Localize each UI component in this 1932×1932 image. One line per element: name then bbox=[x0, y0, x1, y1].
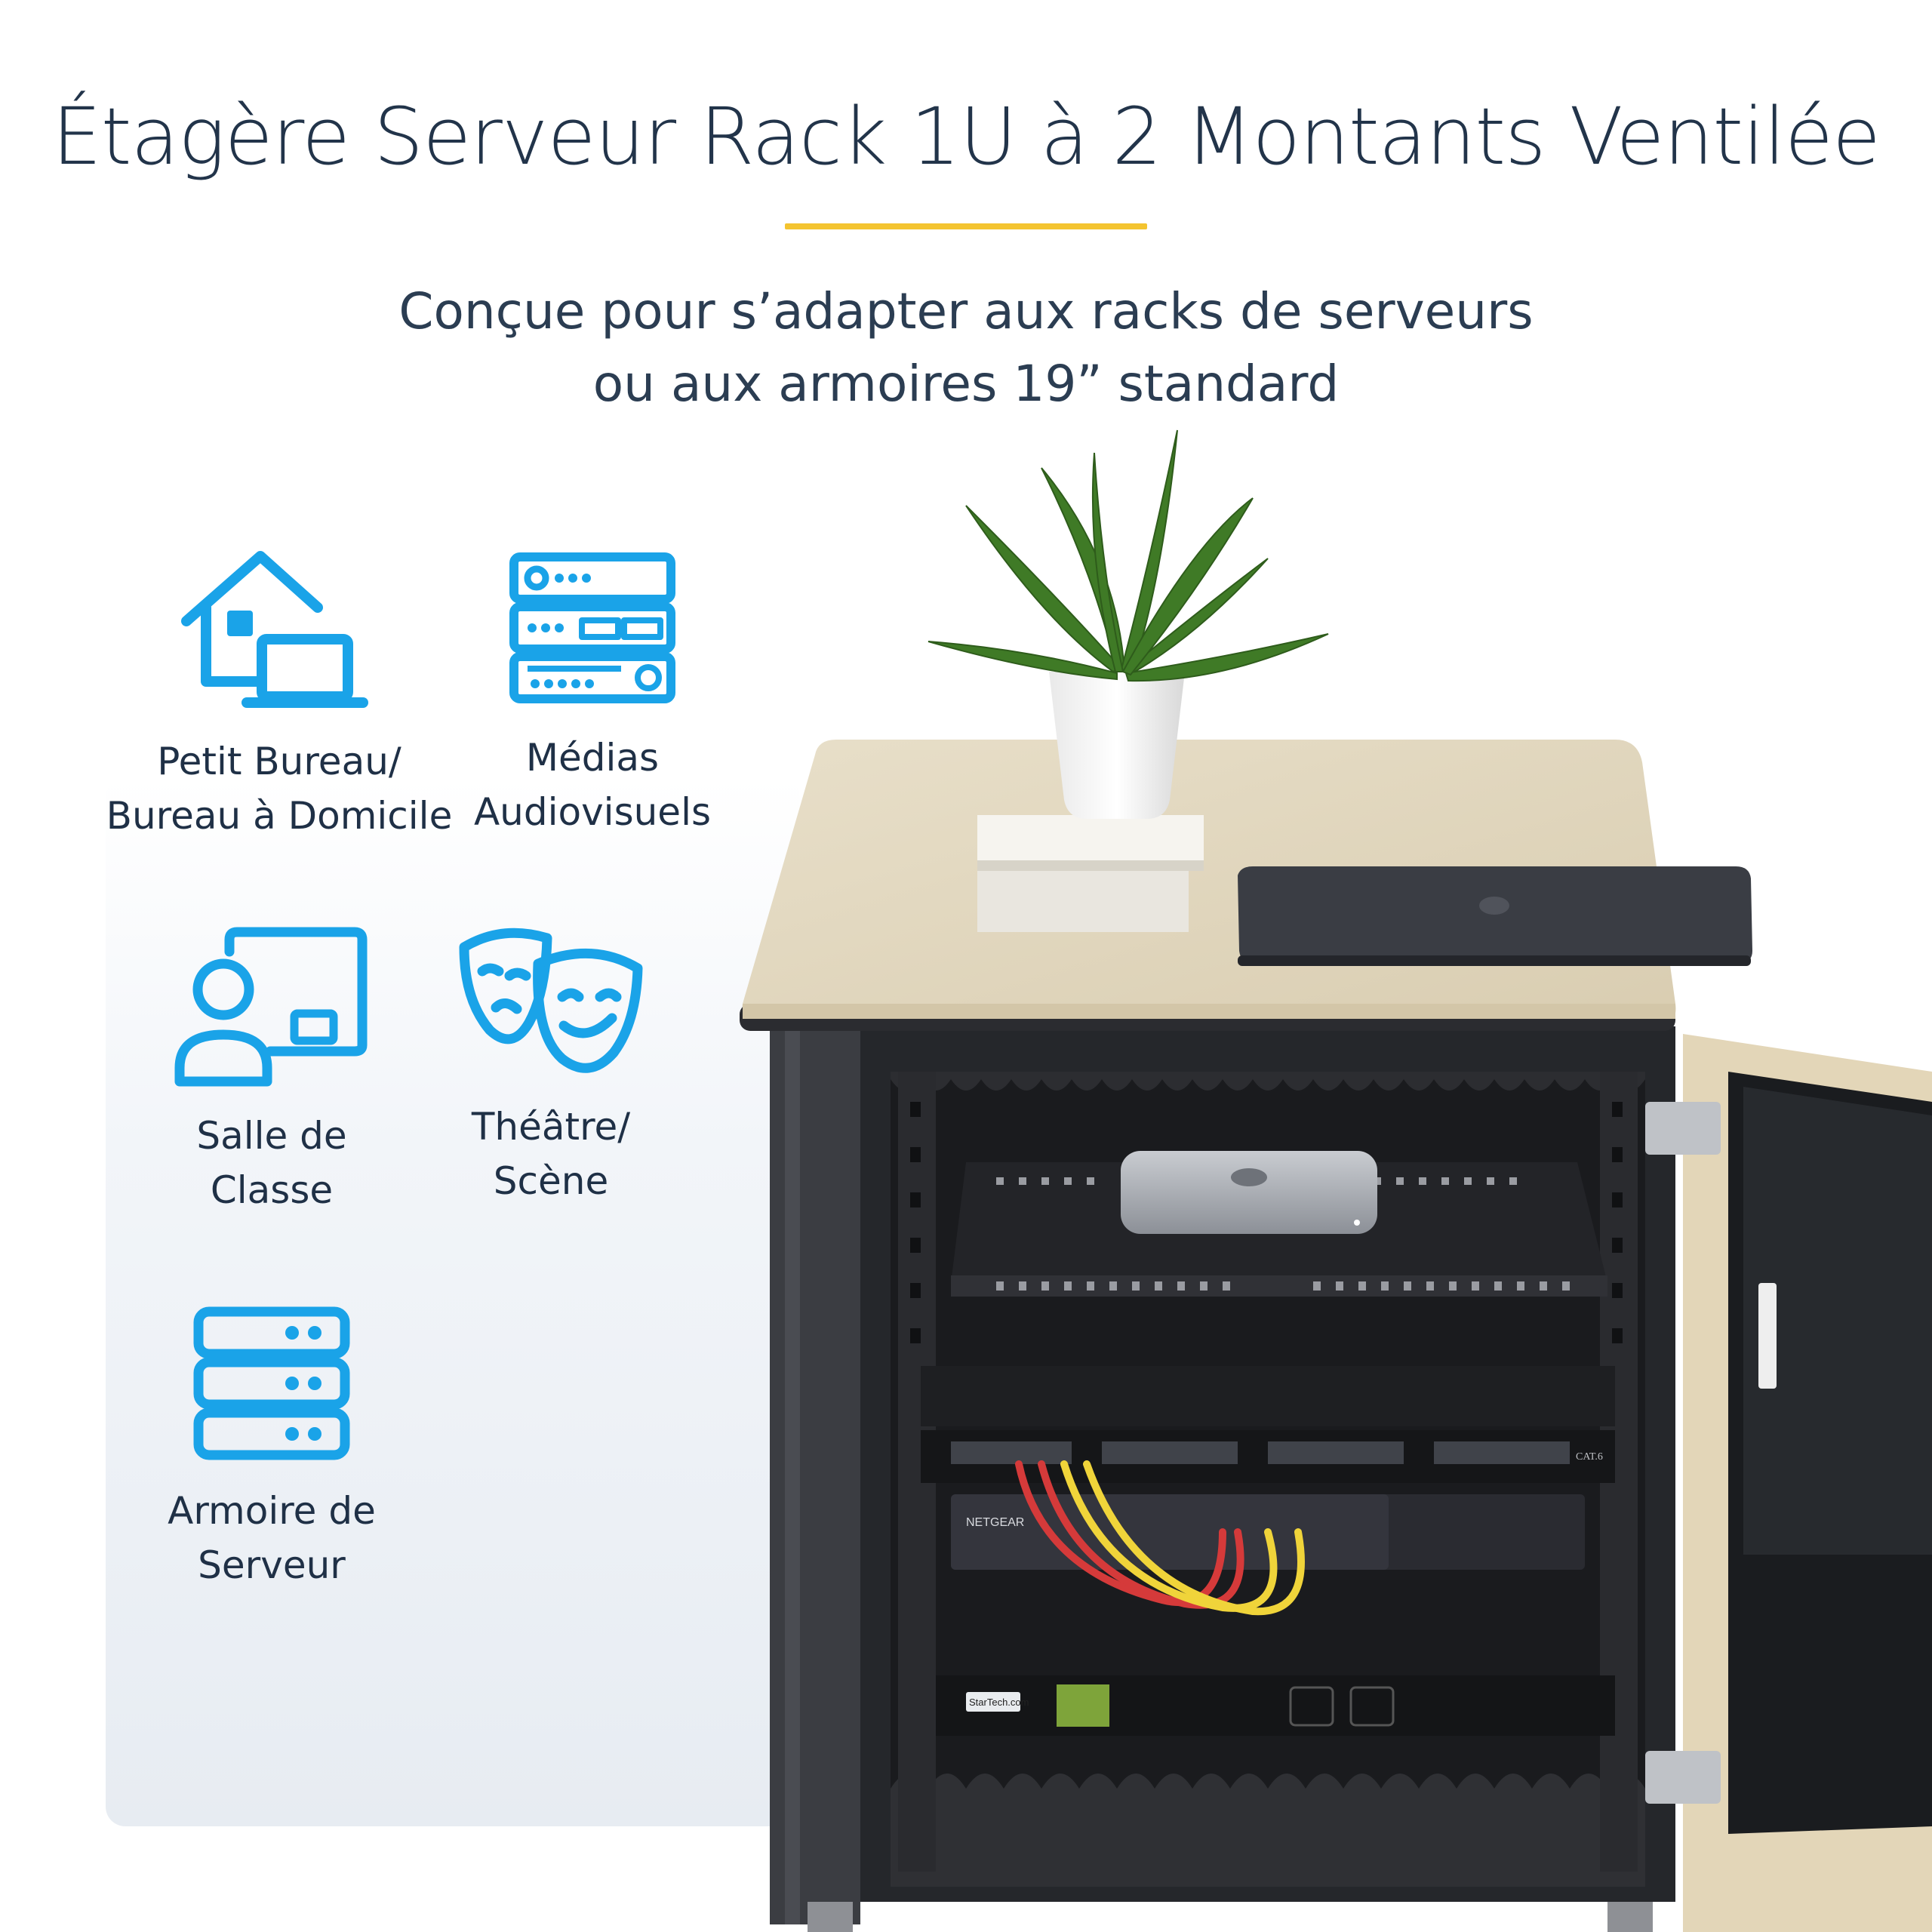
use-case-server-cabinet: Armoire de Serveur bbox=[136, 1306, 408, 1592]
pdu-brand-label: StarTech.com bbox=[969, 1697, 1029, 1708]
subtitle-line-1: Conçue pour s’adapter aux racks de serve… bbox=[398, 282, 1534, 340]
use-case-home-office: Petit Bureau/ Bureau à Domicile bbox=[98, 547, 460, 843]
page-title: Étagère Serveur Rack 1U à 2 Montants Ven… bbox=[52, 91, 1881, 183]
cabinet-left-post bbox=[770, 1019, 860, 1924]
title-accent-rule bbox=[785, 223, 1147, 229]
use-case-server-cabinet-line1: Armoire de bbox=[168, 1489, 376, 1533]
patch-panel-label: CAT.6 bbox=[1576, 1451, 1603, 1463]
av-media-icon bbox=[509, 552, 675, 703]
home-office-icon bbox=[181, 551, 368, 708]
power-distribution-unit bbox=[936, 1675, 1615, 1736]
switch-brand-label: NETGEAR bbox=[966, 1516, 1024, 1529]
use-case-classroom: Salle de Classe bbox=[136, 924, 408, 1217]
use-cases-panel bbox=[106, 777, 800, 1826]
use-case-av-media-line2: Audiovisuels bbox=[473, 790, 712, 834]
use-case-home-office-line2: Bureau à Domicile bbox=[106, 794, 453, 838]
plant-pot bbox=[1049, 672, 1185, 819]
use-case-av-media: Médias Audiovisuels bbox=[468, 551, 717, 839]
theater-masks-icon bbox=[459, 928, 643, 1073]
subtitle-line-2: ou aux armoires 19” standard bbox=[592, 355, 1340, 413]
classroom-icon bbox=[174, 927, 368, 1087]
server-cabinet-icon bbox=[193, 1306, 350, 1460]
plant-leaves bbox=[928, 429, 1329, 682]
product-rack-cabinet-image: CAT.6 NETGEAR StarTech.com bbox=[740, 429, 1932, 1932]
use-case-theater: Théâtre/ Scène bbox=[438, 924, 664, 1208]
laptop bbox=[1238, 866, 1752, 963]
use-case-theater-line1: Théâtre/ bbox=[471, 1105, 631, 1149]
mini-computer bbox=[1121, 1151, 1377, 1234]
use-case-av-media-line1: Médias bbox=[525, 736, 660, 780]
use-case-theater-line2: Scène bbox=[493, 1159, 609, 1203]
use-case-server-cabinet-line2: Serveur bbox=[198, 1543, 346, 1587]
use-case-classroom-line2: Classe bbox=[210, 1168, 334, 1212]
use-case-home-office-line1: Petit Bureau/ bbox=[157, 740, 401, 783]
page-subtitle: Conçue pour s’adapter aux racks de serve… bbox=[0, 275, 1932, 420]
use-case-classroom-line1: Salle de bbox=[196, 1114, 347, 1158]
